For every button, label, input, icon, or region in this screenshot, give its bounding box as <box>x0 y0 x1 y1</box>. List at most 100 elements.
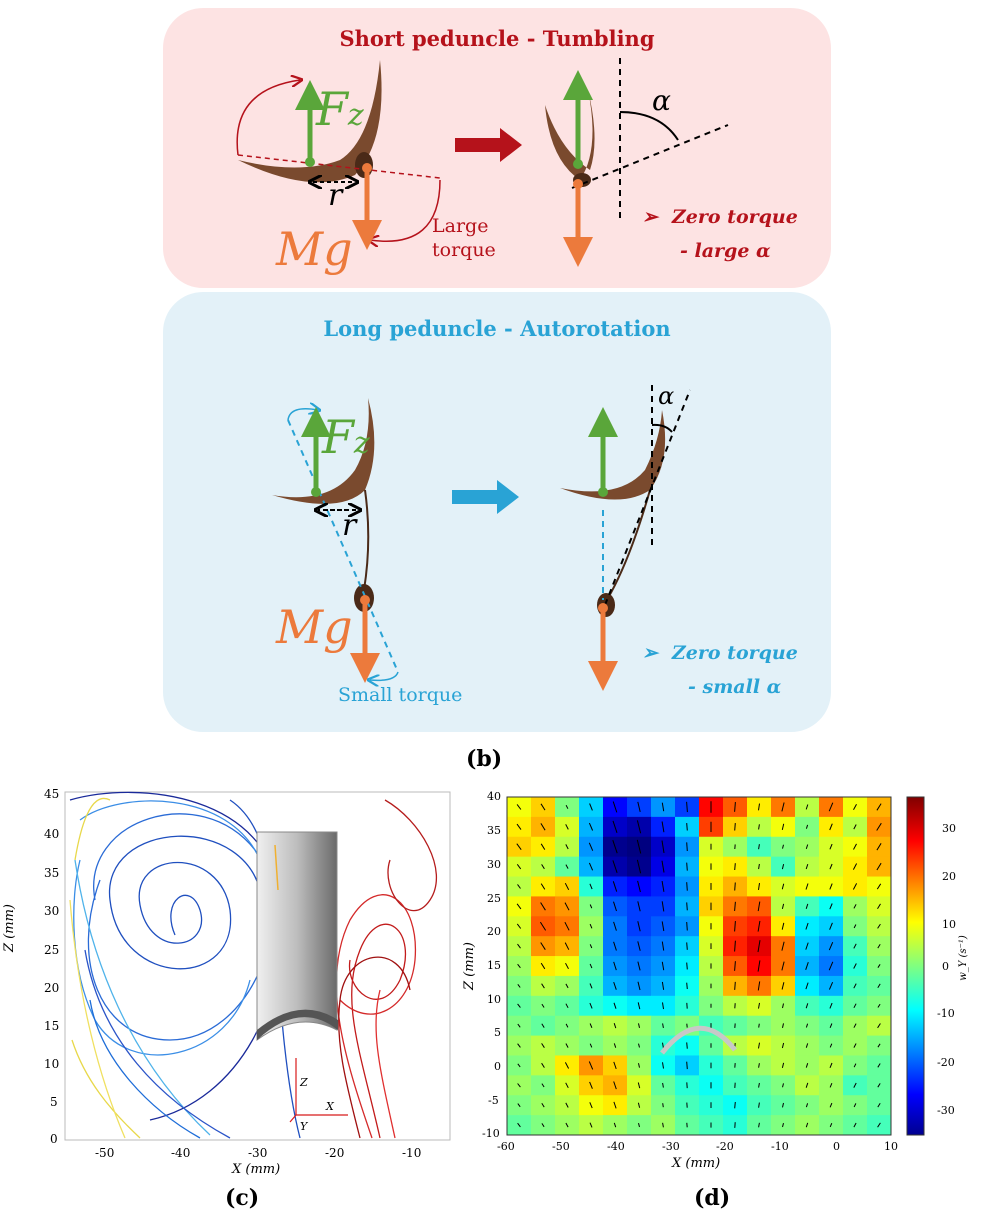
velocity-arrow <box>613 1122 617 1128</box>
torque-arrow-bottom <box>370 179 441 241</box>
velocity-arrow <box>540 823 546 831</box>
velocity-arrow <box>516 864 522 870</box>
velocity-arrow <box>853 1043 857 1048</box>
velocity-arrow <box>853 824 857 830</box>
velocity-arrow <box>877 1003 881 1008</box>
velocity-arrow <box>877 1043 881 1048</box>
velocity-arrow <box>877 964 881 968</box>
velocity-arrow <box>637 941 641 951</box>
cbar-tick-m30: -30 <box>937 1104 955 1117</box>
velocity-arrow <box>853 924 857 929</box>
velocity-arrow <box>877 1122 881 1128</box>
velocity-arrow <box>877 1083 881 1088</box>
long-peduncle-panel: Long peduncle - Autorotation <box>163 292 831 732</box>
d-ytick-30: 30 <box>487 858 501 871</box>
velocity-arrow <box>853 904 857 909</box>
velocity-arrow <box>613 961 617 971</box>
velocity-arrow <box>686 982 688 990</box>
velocity-arrow <box>876 843 882 851</box>
velocity-arrow <box>805 1103 809 1108</box>
velocity-arrow <box>541 1102 545 1108</box>
velocity-arrow <box>589 1002 593 1009</box>
velocity-arrow <box>686 962 688 970</box>
velocity-arrow <box>758 1063 760 1068</box>
r-label-top: r <box>328 178 343 213</box>
velocity-arrow <box>517 963 521 969</box>
velocity-arrow <box>662 1082 664 1088</box>
velocity-arrow <box>540 843 546 850</box>
velocity-arrow <box>758 1102 760 1108</box>
c-xtick-m50: -50 <box>95 1146 115 1160</box>
velocity-arrow <box>589 923 593 929</box>
velocity-arrow <box>853 963 857 969</box>
velocity-arrow <box>805 804 809 810</box>
long-peduncle-title: Long peduncle - Autorotation <box>323 316 671 341</box>
velocity-arrow <box>661 840 665 853</box>
velocity-arrow <box>612 820 618 833</box>
velocity-arrow <box>686 921 688 931</box>
velocity-arrow <box>782 1122 784 1128</box>
velocity-arrow <box>517 1043 521 1048</box>
velocity-arrow <box>637 801 641 813</box>
velocity-arrow <box>588 862 594 871</box>
zero-torque-blue: ➢Zero torque <box>642 642 798 664</box>
velocity-arrow <box>734 823 736 831</box>
velocity-arrow <box>516 804 522 810</box>
d-xtick-m40: -40 <box>607 1140 625 1153</box>
velocity-arrow <box>565 1023 569 1028</box>
velocity-arrow <box>781 863 785 870</box>
velocity-arrow <box>758 863 760 870</box>
velocity-arrow <box>613 1101 617 1109</box>
caption-b: (b) <box>466 746 503 772</box>
velocity-arrow <box>565 1082 569 1089</box>
velocity-arrow <box>613 921 617 931</box>
velocity-arrow <box>781 1042 785 1049</box>
velocity-arrow <box>565 1122 569 1128</box>
velocity-arrow <box>853 843 857 850</box>
velocity-arrow <box>589 1102 593 1109</box>
torque-arrow-top <box>236 80 300 156</box>
velocity-arrow <box>781 1062 785 1069</box>
velocity-arrow <box>661 860 665 873</box>
c-xtick-m20: -20 <box>325 1146 345 1160</box>
velocity-arrow <box>637 961 641 971</box>
velocity-arrow <box>637 1082 641 1089</box>
velocity-arrow <box>805 824 809 829</box>
d-xtick-0: 0 <box>833 1140 840 1153</box>
velocity-arrow <box>613 1043 617 1048</box>
small-torque-label: Small torque <box>338 684 463 706</box>
velocity-arrow <box>613 1023 617 1029</box>
velocity-arrow <box>686 902 688 911</box>
cbar-tick-20: 20 <box>942 870 956 883</box>
velocity-arrow <box>541 1083 545 1088</box>
cbar-tick-m20: -20 <box>937 1056 955 1069</box>
fz-label-top: Fz <box>316 82 364 136</box>
velocity-arrow <box>829 922 833 930</box>
velocity-arrow <box>876 803 882 811</box>
d-ytick-10: 10 <box>487 993 501 1006</box>
velocity-arrow <box>613 981 617 990</box>
d-xlabel: X (mm) <box>672 1156 721 1171</box>
fz-label-bottom: Fz <box>322 410 370 464</box>
velocity-arrow <box>686 882 688 891</box>
velocity-arrow <box>565 804 569 809</box>
velocity-arrow <box>517 1003 521 1008</box>
velocity-arrow <box>757 940 761 953</box>
velocity-arrow <box>758 1002 760 1009</box>
velocity-arrow <box>757 981 761 991</box>
velocity-arrow <box>758 1042 760 1049</box>
cbar-tick-m10: -10 <box>937 1007 955 1020</box>
velocity-arrow <box>686 842 688 852</box>
d-xtick-m60: -60 <box>497 1140 515 1153</box>
velocity-arrow <box>661 961 665 971</box>
velocity-arrow <box>565 1003 569 1009</box>
velocity-arrow <box>686 1061 688 1070</box>
r-label-bottom: r <box>342 508 357 543</box>
velocity-arrow <box>517 1023 521 1028</box>
velocity-arrow <box>565 983 569 989</box>
velocity-arrow <box>686 801 688 813</box>
velocity-arrow <box>541 1023 545 1028</box>
velocity-arrow <box>516 903 522 910</box>
velocity-arrow <box>853 943 857 949</box>
velocity-arrow <box>637 880 641 893</box>
